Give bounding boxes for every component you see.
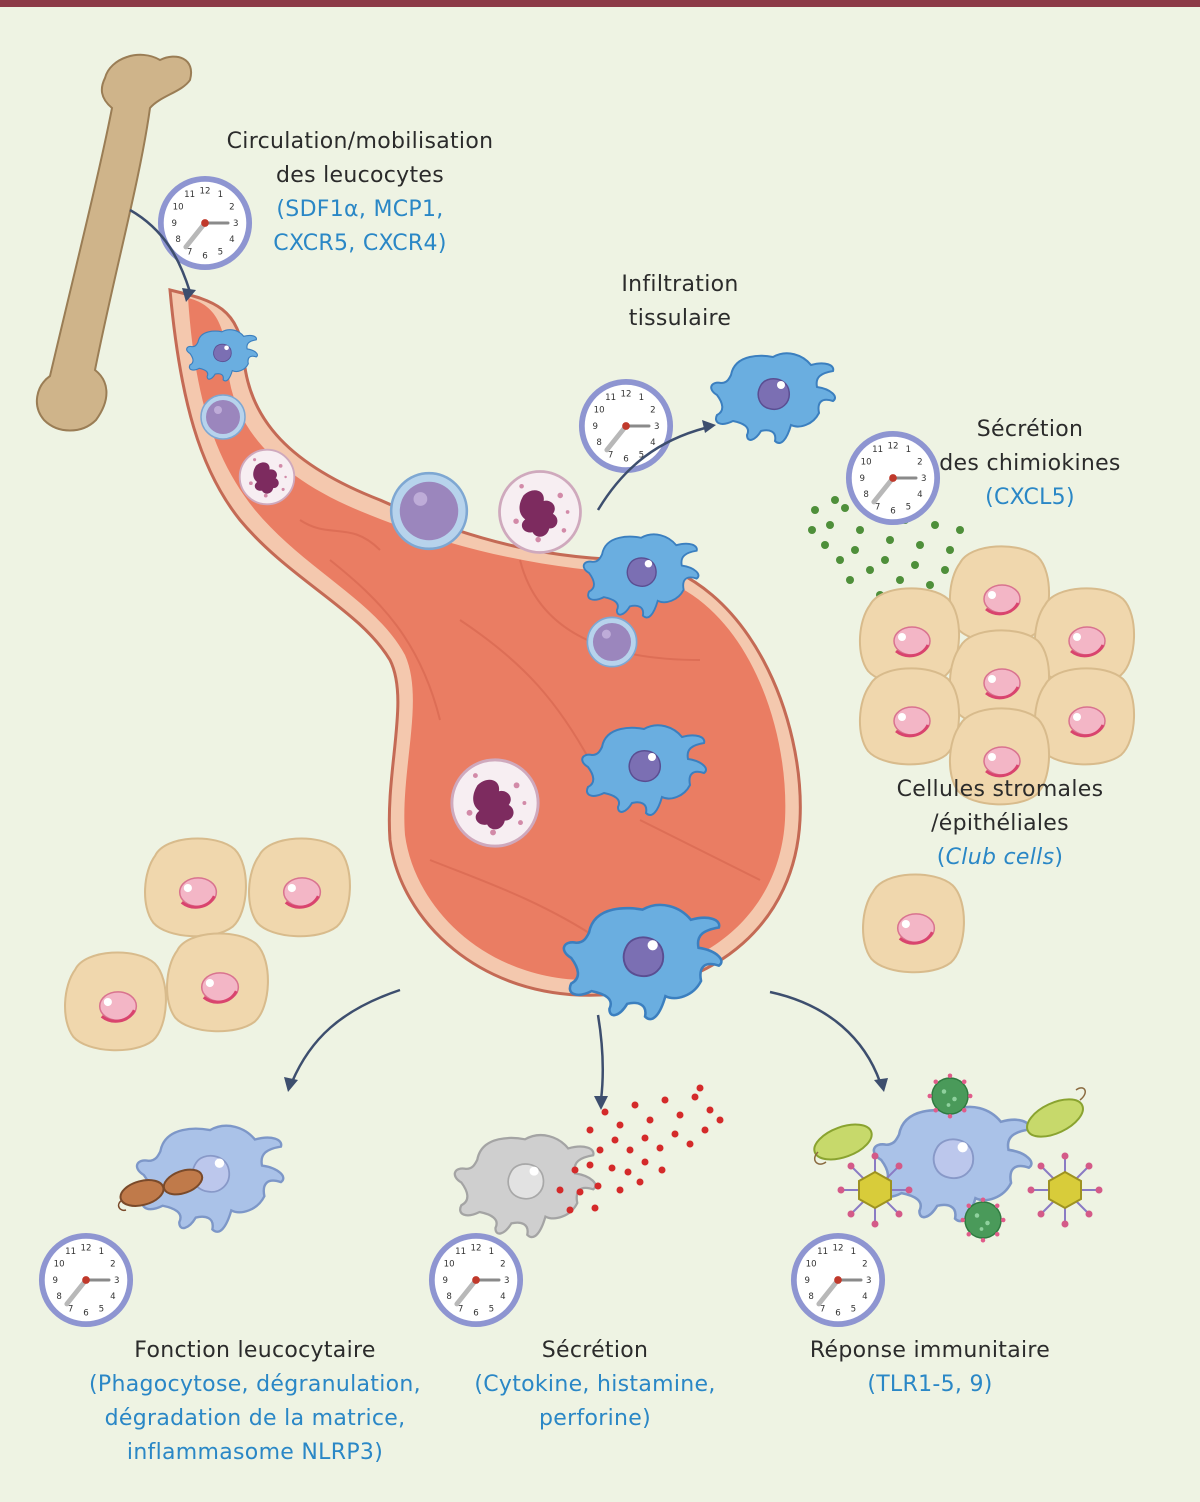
label-stromal-cells: Cellules stromales /épithéliales (Club c… <box>870 773 1130 875</box>
circulation-sub-2: CXCR5, CXCR4) <box>273 231 447 256</box>
chemokines-sub-1: (CXCL5) <box>985 485 1075 510</box>
stromal-sub-italic: Club cells <box>945 845 1055 870</box>
lymphocyte-icon <box>389 471 469 551</box>
label-circulation: Circulation/mobilisation des leucocytes … <box>180 125 540 261</box>
stromal-title-2: /épithéliales <box>931 811 1069 836</box>
bacteria-icon <box>813 1087 1086 1165</box>
virus-icon <box>926 1072 974 1120</box>
bone-icon <box>35 53 193 432</box>
secretion-sub-1: (Cytokine, histamine, <box>474 1372 716 1397</box>
cytokine-dots <box>556 1084 724 1214</box>
function-title-1: Fonction leucocytaire <box>134 1338 376 1363</box>
arrows <box>129 208 882 1101</box>
virus-icon <box>836 1151 914 1229</box>
circulation-sub-1: (SDF1α, MCP1, <box>276 197 444 222</box>
bacteria-icon <box>117 1168 204 1212</box>
immune-sub-1: (TLR1-5, 9) <box>867 1372 993 1397</box>
neutrophil-icon <box>498 470 582 554</box>
virus-icon <box>1026 1151 1104 1229</box>
leukocyte-icon <box>453 1133 597 1239</box>
label-secretion: Sécrétion (Cytokine, histamine, perforin… <box>450 1334 740 1436</box>
blood-vessel-icon <box>168 288 802 997</box>
function-sub-1: (Phagocytose, dégranulation, <box>89 1372 421 1397</box>
neutrophil-icon <box>450 758 540 848</box>
leukocyte-icon <box>710 352 837 445</box>
label-immune-response: Réponse immunitaire (TLR1-5, 9) <box>760 1334 1100 1402</box>
stromal-title-1: Cellules stromales <box>896 777 1104 802</box>
infiltration-title-1: Infiltration <box>621 272 739 297</box>
clock-icon <box>432 1236 520 1324</box>
infiltration-title-2: tissulaire <box>628 306 732 331</box>
chemokines-title-2: des chimiokines <box>939 451 1121 476</box>
secretion-title-1: Sécrétion <box>541 1338 649 1363</box>
circulation-title-2: des leucocytes <box>275 163 445 188</box>
top-bar <box>0 0 1200 7</box>
stromal-sub-open: ( <box>936 845 946 870</box>
stromal-sub-close: ) <box>1054 845 1064 870</box>
lymphocyte-icon <box>200 394 246 440</box>
chemokines-title-1: Sécrétion <box>976 417 1084 442</box>
label-chemokines: Sécrétion des chimiokines (CXCL5) <box>920 413 1140 515</box>
immune-title-1: Réponse immunitaire <box>809 1338 1051 1363</box>
lymphocyte-icon <box>586 616 638 668</box>
clock-icon <box>582 382 670 470</box>
arrowheads <box>182 288 888 1110</box>
label-leukocyte-function: Fonction leucocytaire (Phagocytose, dégr… <box>60 1334 450 1470</box>
stromal-cell-cluster <box>858 544 1136 974</box>
label-infiltration: Infiltration tissulaire <box>590 268 770 336</box>
leukocyte-icon <box>135 1124 285 1234</box>
secretion-sub-2: perforine) <box>539 1406 651 1431</box>
function-sub-2: dégradation de la matrice, <box>104 1406 406 1431</box>
clock-icon <box>794 1236 882 1324</box>
stromal-sub: (Club cells) <box>870 841 1130 875</box>
function-sub-3: inflammasome NLRP3) <box>126 1440 384 1465</box>
circulation-title-1: Circulation/mobilisation <box>226 129 494 154</box>
neutrophil-icon <box>238 448 296 506</box>
clock-icon <box>42 1236 130 1324</box>
virus-icon <box>959 1196 1007 1244</box>
stromal-cell-cluster-left <box>63 836 352 1052</box>
